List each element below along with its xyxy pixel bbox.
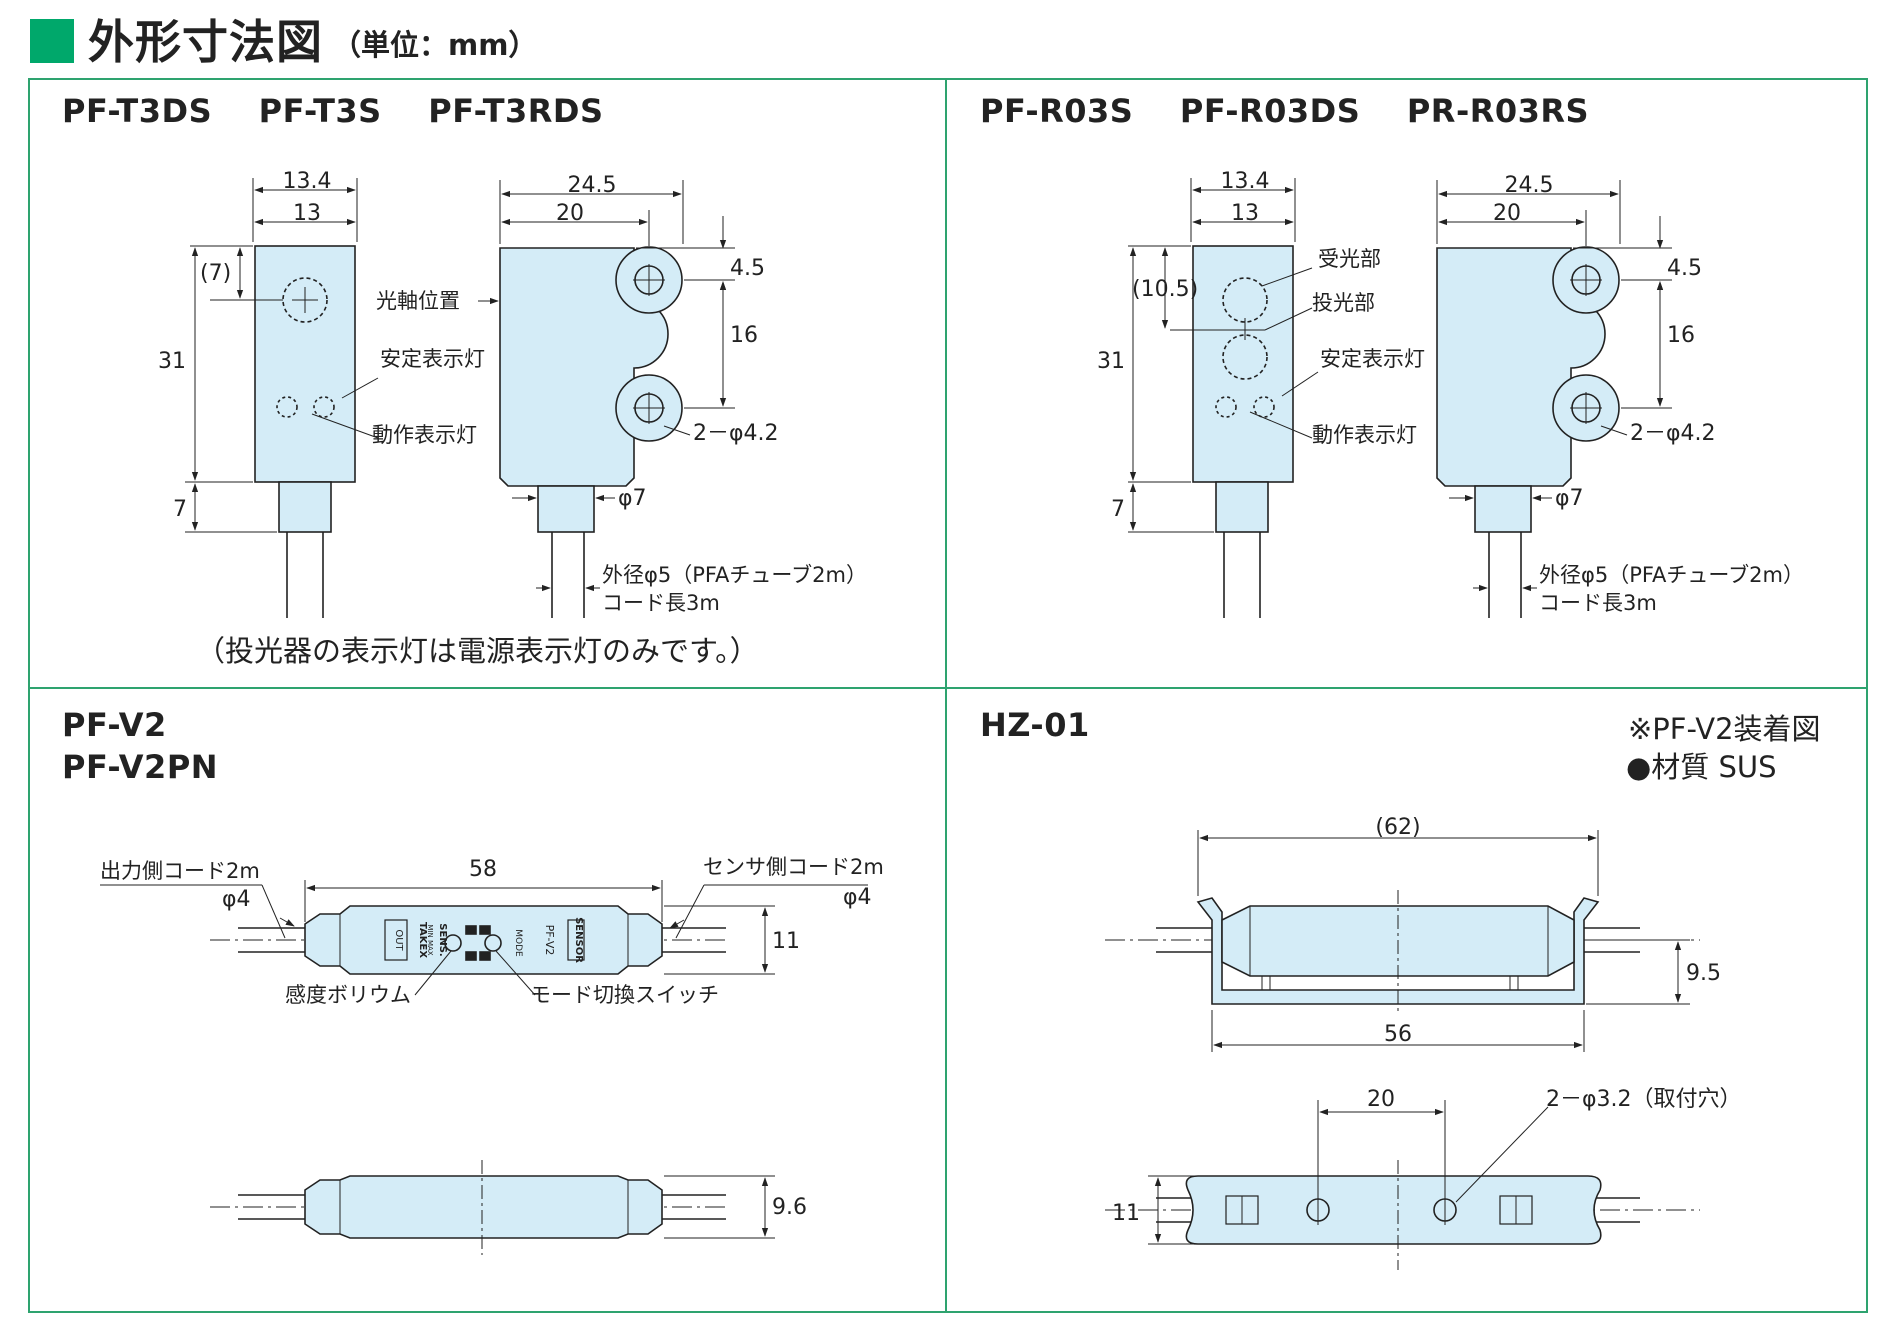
- device-brand-text: TAKEX: [417, 922, 428, 958]
- panel-c-text: 58 11 9.6 出力側コード2m φ4 センサ側コード2m φ4 感度ボリウ…: [100, 855, 884, 1220]
- panel-a-text: 13.4 13 (7) 31 7 24.5 20 4.5 16 2－φ4.2 φ…: [158, 169, 867, 615]
- hz-note-mount: ※PF-V2装着図: [1628, 712, 1821, 746]
- dim-20-b: 20: [1493, 201, 1521, 226]
- page-title: 外形寸法図: [88, 15, 323, 69]
- optical-axis-circle: [282, 277, 328, 323]
- label-stable-lamp-b: 安定表示灯: [1320, 347, 1425, 371]
- model-pf-v2: PF-V2: [62, 706, 167, 744]
- dim-holes: 2－φ4.2: [693, 421, 779, 446]
- label-cable-od: 外径φ5（PFAチューブ2m）: [602, 563, 867, 587]
- label-cable-len: コード長3m: [602, 591, 720, 615]
- dim-16-b: 16: [1667, 323, 1695, 348]
- mounting-plate: [1185, 1175, 1602, 1245]
- label-receiver: 受光部: [1318, 247, 1381, 271]
- model-pr-r03rs: PR-R03RS: [1406, 92, 1590, 130]
- label-cable-od-b: 外径φ5（PFAチューブ2m）: [1539, 563, 1804, 587]
- dim-hole-pitch-20: 20: [1367, 1087, 1395, 1112]
- model-hz-01: HZ-01: [980, 706, 1090, 744]
- dim-9-6: 9.6: [772, 1195, 807, 1220]
- dim-axis-offset: (7): [200, 261, 231, 286]
- panel-d-text: (62) 56 9.5 20 2－φ3.2（取付穴） 11: [1112, 815, 1742, 1226]
- label-operation-lamp: 動作表示灯: [372, 423, 477, 447]
- dim-7-b: 7: [1111, 497, 1125, 522]
- dim-phi7: φ7: [618, 486, 647, 511]
- page-header: 外形寸法図 （単位：mm）: [0, 0, 1890, 78]
- panel-b-models: PF-R03S PF-R03DS PR-R03RS: [980, 92, 1589, 130]
- dim-4-5: 4.5: [730, 256, 765, 281]
- dim-out-phi4: φ4: [222, 887, 251, 912]
- model-pf-t3s: PF-T3S: [258, 92, 382, 130]
- panel-b-drawing: [1128, 178, 1672, 618]
- amplifier-body-side: [304, 1175, 663, 1239]
- label-emitter: 投光部: [1312, 291, 1375, 315]
- front-view-body: [254, 245, 356, 483]
- label-cable-len-b: コード長3m: [1539, 591, 1657, 615]
- model-pf-r03s: PF-R03S: [980, 92, 1134, 130]
- dim-11-plate: 11: [1112, 1201, 1140, 1226]
- panel-a-models: PF-T3DS PF-T3S PF-T3RDS: [62, 92, 604, 130]
- dim-56: 56: [1384, 1022, 1412, 1047]
- device-minmax-text: MIN MAX: [426, 924, 434, 955]
- amplifier-body: [304, 905, 663, 975]
- dim-4-5-b: 4.5: [1667, 256, 1702, 281]
- cable-gland: [278, 481, 332, 533]
- model-pf-r03ds: PF-R03DS: [1179, 92, 1361, 130]
- dim-phi7-b: φ7: [1555, 486, 1584, 511]
- dim-9-5: 9.5: [1686, 961, 1721, 986]
- label-sensor-cord: センサ側コード2m: [703, 855, 884, 879]
- device-sensor-text: SENSOR: [573, 917, 584, 963]
- dim-62: (62): [1375, 815, 1420, 840]
- dim-7: 7: [173, 497, 187, 522]
- hz-note-material: ●材質 SUS: [1626, 750, 1777, 784]
- label-optical-axis: 光軸位置: [376, 289, 460, 313]
- device-model-text: PF-V2: [543, 925, 556, 956]
- dim-58: 58: [469, 857, 497, 882]
- panel-a-note: （投光器の表示灯は電源表示灯のみです。）: [196, 634, 759, 668]
- panel-c-drawing: [100, 880, 868, 1255]
- dim-31-b: 31: [1097, 349, 1125, 374]
- unit-label: （単位：mm）: [332, 28, 538, 62]
- dim-31: 31: [158, 349, 186, 374]
- dim-13: 13: [293, 201, 321, 226]
- device-out-text: OUT: [393, 929, 404, 951]
- panel-d-drawing: [1105, 830, 1700, 1270]
- dim-20: 20: [556, 201, 584, 226]
- label-operation-lamp-b: 動作表示灯: [1312, 423, 1417, 447]
- holder-bracket: [1196, 897, 1600, 1005]
- dim-holes-b: 2－φ4.2: [1630, 421, 1716, 446]
- model-pf-v2pn: PF-V2PN: [62, 748, 219, 786]
- green-square-icon: [30, 19, 74, 63]
- panel-a-drawing: [185, 178, 735, 618]
- model-pf-t3ds: PF-T3DS: [62, 92, 213, 130]
- label-output-cord: 出力側コード2m: [100, 859, 260, 883]
- dim-sensor-phi4: φ4: [843, 885, 872, 910]
- dim-11: 11: [772, 929, 800, 954]
- panel-b-text: 13.4 13 (10.5) 31 7 24.5 20 4.5 16 2－φ4.…: [1097, 169, 1804, 615]
- device-mode-text: MODE: [513, 929, 523, 957]
- dim-13-b: 13: [1231, 201, 1259, 226]
- dim-16: 16: [730, 323, 758, 348]
- model-pf-t3rds: PF-T3RDS: [428, 92, 604, 130]
- receiver-front-body: [1192, 245, 1294, 483]
- dim-13-4: 13.4: [283, 169, 332, 194]
- label-mode-switch: モード切換スイッチ: [530, 983, 719, 1007]
- dim-axis-offset-b: (10.5): [1132, 277, 1198, 302]
- dim-holes-3-2: 2－φ3.2（取付穴）: [1546, 1087, 1742, 1112]
- dim-24-5-b: 24.5: [1505, 173, 1554, 198]
- dim-13-4-b: 13.4: [1221, 169, 1270, 194]
- panel-grid: [28, 78, 1868, 1313]
- dim-24-5: 24.5: [568, 173, 617, 198]
- device-sens-text: SENS.: [437, 923, 448, 956]
- label-sens-volume: 感度ボリウム: [285, 983, 411, 1007]
- label-stable-lamp: 安定表示灯: [380, 347, 485, 371]
